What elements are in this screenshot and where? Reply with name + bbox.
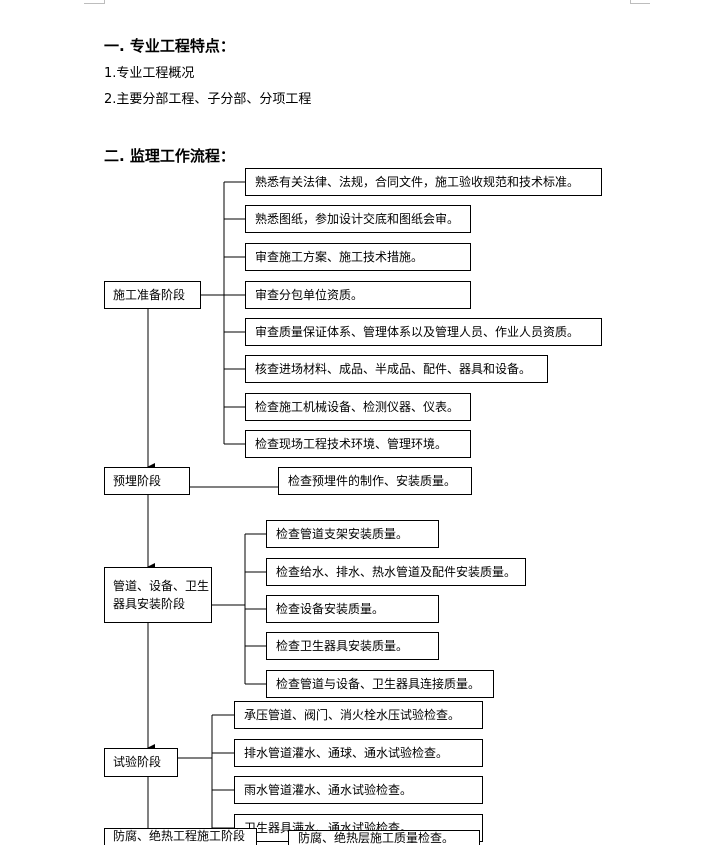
prep-task-3: 审查施工方案、施工技术措施。 bbox=[245, 243, 471, 271]
install-task-5: 检查管道与设备、卫生器具连接质量。 bbox=[266, 670, 494, 698]
stage-install: 管道、设备、卫生器具安装阶段 bbox=[104, 567, 212, 623]
prep-task-2: 熟悉图纸，参加设计交底和图纸会审。 bbox=[245, 205, 471, 233]
install-task-1: 检查管道支架安装质量。 bbox=[266, 520, 439, 548]
prep-task-7: 检查施工机械设备、检测仪器、仪表。 bbox=[245, 393, 471, 421]
test-task-3: 雨水管道灌水、通水试验检查。 bbox=[234, 776, 483, 804]
page-corner-mark-right bbox=[630, 3, 650, 4]
install-task-3: 检查设备安装质量。 bbox=[266, 595, 439, 623]
prep-task-1: 熟悉有关法律、法规，合同文件，施工验收规范和技术标准。 bbox=[245, 168, 602, 196]
section1-item-1: 1.专业工程概况 bbox=[104, 66, 195, 81]
page-corner-mark-right-v bbox=[630, 0, 631, 4]
prep-task-5: 审查质量保证体系、管理体系以及管理人员、作业人员资质。 bbox=[245, 318, 602, 346]
stage-anticorrosion: 防腐、绝热工程施工阶段 bbox=[104, 828, 257, 845]
prep-task-8: 检查现场工程技术环境、管理环境。 bbox=[245, 430, 471, 458]
prep-task-4: 审查分包单位资质。 bbox=[245, 281, 471, 309]
stage-prep: 施工准备阶段 bbox=[104, 281, 201, 309]
section1-heading: 一. 专业工程特点： bbox=[104, 37, 235, 55]
anticorrosion-task-1: 防腐、绝热层施工质量检查。 bbox=[288, 830, 480, 845]
test-task-1: 承压管道、阀门、消火栓水压试验检查。 bbox=[234, 701, 483, 729]
stage-test: 试验阶段 bbox=[104, 748, 178, 777]
section2-heading: 二. 监理工作流程： bbox=[104, 147, 235, 165]
page-corner-mark-left-v bbox=[104, 0, 105, 4]
embed-task-1: 检查预埋件的制作、安装质量。 bbox=[278, 467, 472, 495]
page-corner-mark-left bbox=[84, 3, 104, 4]
install-task-2: 检查给水、排水、热水管道及配件安装质量。 bbox=[266, 558, 526, 586]
test-task-2: 排水管道灌水、通球、通水试验检查。 bbox=[234, 739, 483, 767]
prep-task-6: 核查进场材料、成品、半成品、配件、器具和设备。 bbox=[245, 355, 548, 383]
stage-embed: 预埋阶段 bbox=[104, 467, 190, 495]
section1-item-2: 2.主要分部工程、子分部、分项工程 bbox=[104, 92, 312, 107]
install-task-4: 检查卫生器具安装质量。 bbox=[266, 632, 439, 660]
